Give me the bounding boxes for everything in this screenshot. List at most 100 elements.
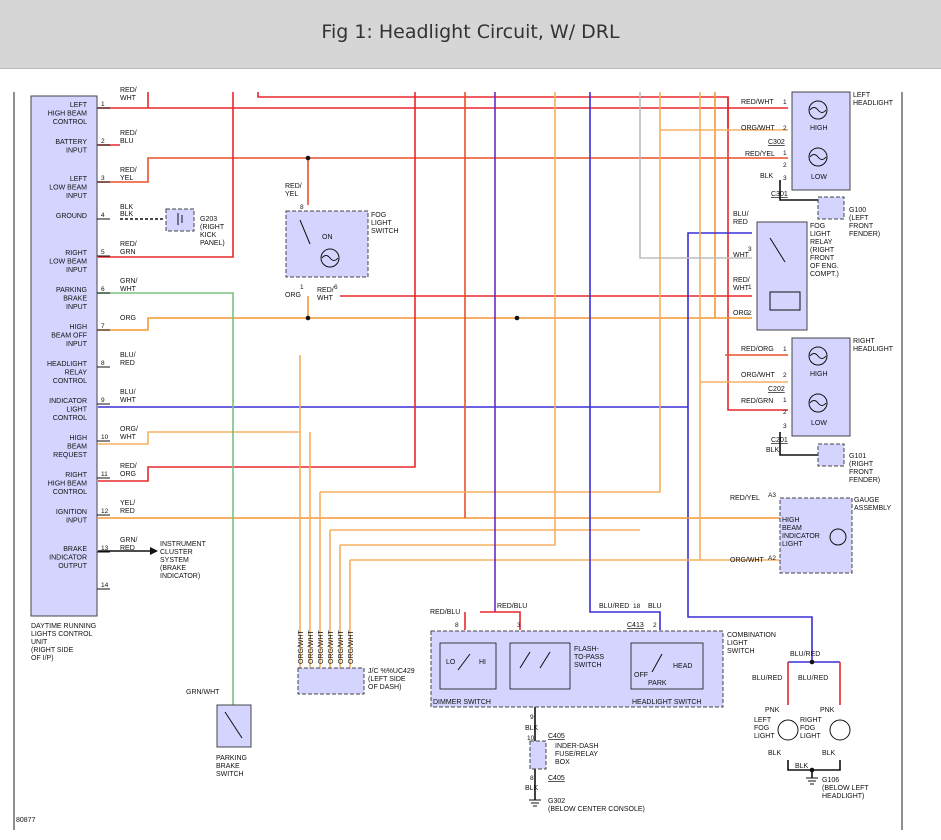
lh-c301-label: C301 [771, 191, 788, 198]
rh-high-lamp-icon [808, 346, 828, 366]
fr-pin-2: 2 [748, 310, 752, 317]
ga-red-yel-label: RED/YEL [730, 495, 760, 502]
fog-switch-box [285, 210, 369, 278]
drl-input-wire-label: BLU/WHT [120, 389, 137, 404]
fr-pin-1: 1 [748, 284, 752, 291]
page-header: Fig 1: Headlight Circuit, W/ DRL [0, 0, 941, 69]
wire-top-bus [257, 92, 729, 128]
lh-pin-3: 1 [783, 150, 787, 157]
lh-pin-2: 2 [783, 125, 787, 132]
rh-pin-4: 2 [783, 409, 787, 416]
rh-low-lamp-icon [808, 393, 828, 413]
rh-pin-1: 1 [783, 346, 787, 353]
jc-wire-label: ORG/WHT [328, 629, 335, 664]
fog-blu-red-r: BLU/RED [798, 675, 828, 682]
cs-pin-8b: 8 [530, 775, 534, 782]
wire-g101 [779, 432, 820, 456]
wire-pin9 [98, 232, 752, 408]
fog-pin-6: 6 [334, 284, 338, 291]
drl-top-wire: RED/WHT [120, 87, 137, 102]
right-headlight-box [791, 337, 851, 437]
right-fog-lamp-icon [829, 719, 851, 741]
g203-blk-label: BLK [120, 211, 134, 218]
rh-pin-5: 3 [783, 423, 787, 430]
fog-blk-c: BLK [795, 763, 809, 770]
wire-cs-red-blu-2 [480, 611, 521, 630]
wire-jc-3 [320, 130, 661, 493]
parking-brake-contact-icon [224, 711, 243, 739]
page-title: Fig 1: Headlight Circuit, W/ DRL [321, 21, 620, 43]
wire-red-drop [727, 97, 788, 411]
cs-blk-1: BLK [525, 725, 539, 732]
wire-pin11 [98, 92, 416, 482]
wires [98, 92, 841, 800]
wire-pin3 [98, 157, 788, 183]
lh-high-filament-icon [809, 107, 827, 113]
headlight-switch-label: HEADLIGHT SWITCH [632, 699, 702, 706]
dimmer-contact-icon [457, 653, 471, 671]
fog-red-wht-label: RED/WHT [317, 287, 334, 302]
dimmer-switch-label: DIMMER SWITCH [433, 699, 491, 706]
fog-switch-lamp-icon [320, 248, 340, 268]
wire-pin7 [98, 317, 752, 331]
g100-box [817, 196, 845, 220]
drl-input-pin: 10 [101, 434, 109, 441]
wire-pin6 [98, 292, 234, 705]
fog-relay-contact-icon [769, 237, 786, 263]
drl-input-pin: 5 [101, 249, 105, 256]
drl-input-pin: 11 [101, 471, 108, 478]
g106-ground-icon [806, 777, 818, 785]
drl-input-pin: 7 [101, 323, 105, 330]
wire-ga-org-wht [699, 382, 788, 561]
drl-input-pin: 8 [101, 360, 105, 367]
wire-pin10 [98, 431, 300, 445]
rh-high-label: HIGH [810, 371, 828, 378]
drl-input-pin: 14 [101, 582, 109, 589]
cs-blu: BLU [648, 603, 662, 610]
lh-org-wht-label: ORG/WHT [741, 125, 776, 132]
cs-red-blu-2: RED/BLU [497, 603, 527, 610]
fr-red-wht-label: RED/WHT [733, 277, 750, 292]
rh-high-filament-icon [809, 353, 827, 359]
drl-input-wire-label: RED/YEL [120, 167, 137, 182]
g302-ground-icon [529, 799, 541, 807]
fog-pin-1: 1 [300, 284, 304, 291]
dimmer-switch-sub [439, 642, 497, 690]
cs-pin-3: 3 [517, 622, 521, 629]
cs-pin-10: 10 [527, 735, 535, 742]
drl-input-wire-label: ORG/WHT [120, 426, 138, 441]
arrow-right-icon [150, 547, 158, 555]
drl-input-wire-label: ORG [120, 315, 136, 322]
drl-input-pin: 12 [101, 508, 109, 515]
drl-input-wire-label: GRN/RED [120, 537, 138, 552]
jc-wire-label: ORG/WHT [298, 629, 305, 664]
lh-high-label: HIGH [810, 125, 828, 132]
lh-red-yel-label: RED/YEL [745, 151, 775, 158]
drl-input-label: GROUND [56, 213, 87, 220]
grn-wht-label: GRN/WHT [186, 689, 220, 696]
cs-blu-red: BLU/RED [599, 603, 629, 610]
cs-pin-18: 18 [633, 603, 641, 610]
fr-blu-red-label: BLU/RED [733, 211, 749, 226]
jc-wire-label: ORG/WHT [348, 629, 355, 664]
rh-blk-label: BLK [766, 447, 780, 454]
ga-org-wht-label: ORG/WHT [730, 557, 765, 564]
cs-c405-bot: C405 [548, 775, 565, 782]
headlight-contact-icon [651, 653, 663, 673]
splice-5 [809, 767, 815, 773]
